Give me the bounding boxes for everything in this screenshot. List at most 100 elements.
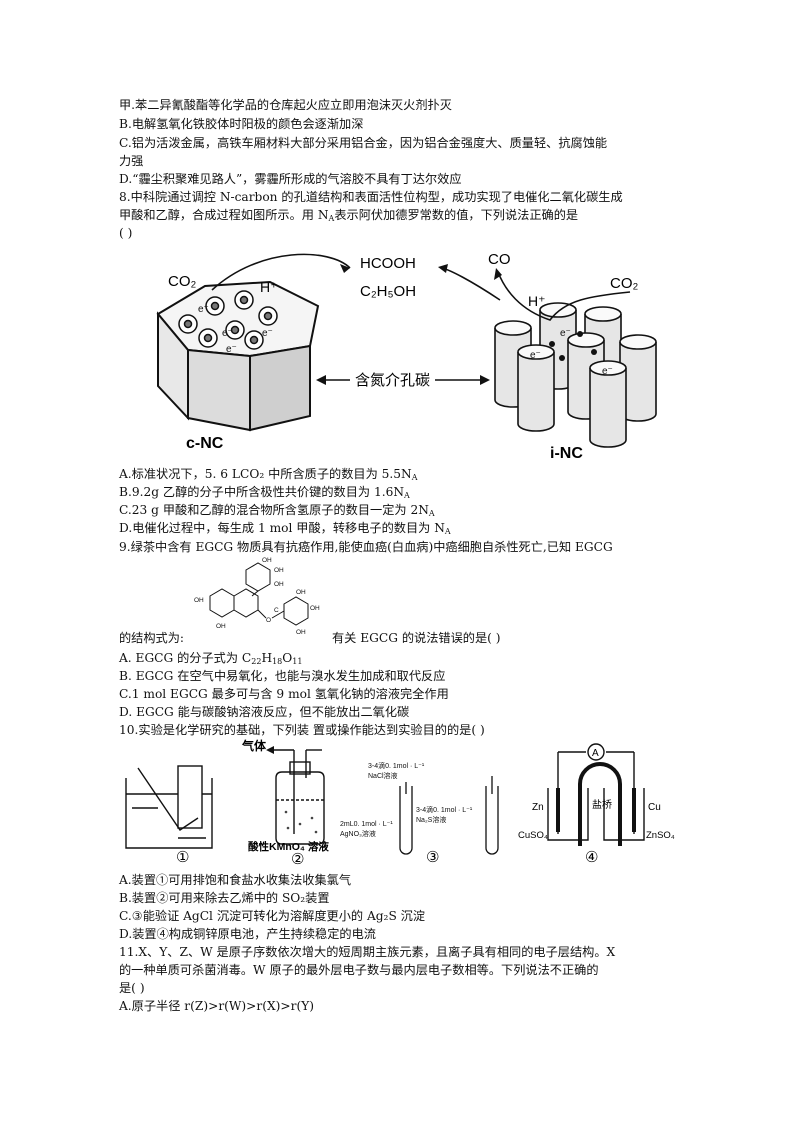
egcg-oh-right: OH xyxy=(274,567,284,574)
i-nc-cylinders xyxy=(494,302,657,448)
egcg-oh-bottom: OH xyxy=(216,623,226,630)
apparatus-3-number: ③ xyxy=(426,849,439,866)
hcooh-label: HCOOH xyxy=(360,255,416,272)
electron-label: e⁻ xyxy=(530,350,541,361)
right-arrow-curve xyxy=(497,271,631,321)
cu-label: Cu xyxy=(648,802,661,813)
na2s-label-1: 3-4滴0. 1mol · L⁻¹ xyxy=(416,805,473,814)
q9-option-c: C.1 mol EGCG 最多可与含 9 mol 氢氧化钠的溶液完全作用 xyxy=(119,687,449,701)
q8-a-text: A.标准状况下，5. 6 LCO₂ 中所含质子的数目为 5.5N xyxy=(119,467,412,481)
q10-option-d: D.装置④构成铜锌原电池，产生持续稳定的电流 xyxy=(119,927,376,941)
salt-bridge-label: 盐桥 xyxy=(592,798,612,811)
co2-left-label: CO₂ xyxy=(168,273,197,290)
q9-option-b: B. EGCG 在空气中易氧化，也能与溴水发生加成和取代反应 xyxy=(119,669,446,683)
q8-stem-2-pre: 甲酸和乙醇，合成过程如图所示。用 N xyxy=(119,208,329,222)
h-plus-right-label: H⁺ xyxy=(528,293,546,309)
apparatus-2 xyxy=(268,749,325,845)
q8-b-sub: A xyxy=(404,491,410,500)
apparatus-1 xyxy=(125,765,213,849)
right-arrow-head xyxy=(494,268,502,280)
q8-stem-2-sub: A xyxy=(328,214,335,223)
q8-b-text: B.9.2g 乙醇的分子中所含极性共价键的数目为 1.6N xyxy=(119,485,404,499)
q10-option-c: C.③能验证 AgCl 沉淀可转化为溶解度更小的 Ag₂S 沉淀 xyxy=(119,909,426,923)
q8-stem-2-post: 表示阿伏加德罗常数的值，下列说法正确的是 xyxy=(334,208,579,222)
c-nc-block xyxy=(156,280,320,432)
co2-right-label: CO₂ xyxy=(610,275,639,292)
q9-option-d: D. EGCG 能与碳酸钠溶液反应，但不能放出二氧化碳 xyxy=(119,705,410,719)
q9-stem: 9.绿茶中含有 EGCG 物质具有抗癌作用,能使血癌(白血病)中癌细胞自杀性死亡… xyxy=(119,540,613,554)
egcg-oh-ring3: OH xyxy=(296,629,306,636)
apparatus-2-number: ② xyxy=(291,851,304,868)
c-nc-label: c-NC xyxy=(186,435,224,452)
q7-option-a: 甲.苯二异氰酸酯等化学品的仓库起火应立即用泡沫灭火剂扑灭 xyxy=(119,98,452,112)
q9-a-f1: 22 xyxy=(251,657,262,666)
q11-stem-2: 的一种单质可杀菌消毒。W 原子的最外层电子数与最内层电子数相等。下列说法不正确的 xyxy=(119,963,599,977)
q7-option-c: C.铝为活泼金属，高铁车厢材料大部分采用铝合金，因为铝合金强度大、质量轻、抗腐蚀… xyxy=(119,136,608,150)
q8-c-sub: A xyxy=(428,509,435,518)
q8-option-d: D.电催化过程中，每生成 1 mol 甲酸，转移电子的数目为 NA xyxy=(119,520,451,540)
znso4-label: ZnSO₄ xyxy=(646,830,675,841)
q8-option-c: C.23 g 甲酸和乙醇的混合物所含氢原子的数目一定为 2NA xyxy=(119,502,435,522)
q8-option-b: B.9.2g 乙醇的分子中所含极性共价键的数目为 1.6NA xyxy=(119,484,410,504)
electron-label: e⁻ xyxy=(602,366,613,377)
apparatus-3-labels: 3-4滴0. 1mol · L⁻¹ NaCl溶液 3-4滴0. 1mol · L… xyxy=(340,761,473,838)
q11-option-a: A.原子半径 r(Z)>r(W)>r(X)>r(Y) xyxy=(119,999,314,1013)
agno3-label-2: AgNO₃溶液 xyxy=(340,829,376,838)
q8-d-sub: A xyxy=(444,527,451,536)
q8-option-a: A.标准状况下，5. 6 LCO₂ 中所含质子的数目为 5.5NA xyxy=(119,466,418,486)
q7-option-d: D.“霾尘积聚难见路人”，雾霾所形成的气溶胶不具有丁达尔效应 xyxy=(119,172,462,186)
egcg-oh-left: OH xyxy=(194,597,204,604)
c2h5oh-label: C₂H₅OH xyxy=(360,283,416,300)
q9-a-h: H xyxy=(261,651,273,665)
q9-a-f3: 11 xyxy=(292,657,303,666)
double-arrow-right-head xyxy=(480,375,490,385)
ammeter-label: A xyxy=(592,748,599,759)
c-nc-electrons: e⁻ e⁻ e⁻ e⁻ xyxy=(198,304,273,355)
q7-option-b: B.电解氢氧化铁胶体时阳极的颜色会逐渐加深 xyxy=(119,117,364,131)
i-nc-label: i-NC xyxy=(550,445,583,462)
apparatus-1-number: ① xyxy=(176,849,189,866)
kmno4-label: 酸性KMnO₄ 溶液 xyxy=(248,840,329,853)
apparatus-4 xyxy=(547,743,645,846)
q9-a-f2: 18 xyxy=(272,657,283,666)
electron-label: e⁻ xyxy=(222,328,233,339)
q8-d-text: D.电催化过程中，每生成 1 mol 甲酸，转移电子的数目为 N xyxy=(119,521,445,535)
q10-option-b: B.装置②可用来除去乙烯中的 SO₂装置 xyxy=(119,891,330,905)
q8-stem-3: ( ) xyxy=(119,226,133,240)
pore-circles xyxy=(178,290,278,350)
q10-option-a: A.装置①可用排饱和食盐水收集法收集氯气 xyxy=(119,873,352,887)
nacl-label-2: NaCl溶液 xyxy=(368,771,398,780)
electron-label: e⁻ xyxy=(560,328,571,339)
gas-label: 气体 xyxy=(241,738,267,753)
q8-a-sub: A xyxy=(411,473,418,482)
q9-a-pre: A. EGCG 的分子式为 C xyxy=(119,651,252,665)
egcg-oh-right2: OH xyxy=(274,581,284,588)
apparatus-4-number: ④ xyxy=(585,849,598,866)
q8-stem-2: 甲酸和乙醇，合成过程如图所示。用 NA表示阿伏加德罗常数的值，下列说法正确的是 xyxy=(119,207,578,227)
right-product-arrow-head xyxy=(438,264,448,273)
right-product-arrow xyxy=(441,267,501,301)
mesoporous-carbon-label: 含氮介孔碳 xyxy=(355,372,430,389)
agno3-label-1: 2mL0. 1mol · L⁻¹ xyxy=(340,821,393,828)
q10-stem: 10.实验是化学研究的基础，下列装 置或操作能达到实验目的的是( ) xyxy=(119,723,485,737)
q7-option-c-cont: 力强 xyxy=(119,154,144,168)
i-nc-electrons: e⁻ e⁻ e⁻ xyxy=(530,328,613,377)
q9-stem-left: 的结构式为: xyxy=(119,631,185,645)
egcg-structure: OH OH OH OH OH O C OH OH OH xyxy=(194,557,320,636)
h-plus-left-label: H⁺ xyxy=(260,279,278,295)
electron-label: e⁻ xyxy=(262,328,273,339)
egcg-c: C xyxy=(274,607,279,614)
q11-stem-3: 是( ) xyxy=(119,981,145,995)
electron-label: e⁻ xyxy=(198,304,209,315)
q9-a-o: O xyxy=(282,651,293,665)
q8-figure: e⁻ e⁻ e⁻ e⁻ CO₂ H⁺ HCOOH C₂H₅OH 含氮介孔碳 e⁻… xyxy=(156,251,657,462)
egcg-oh-top: OH xyxy=(262,557,272,564)
zn-label: Zn xyxy=(532,802,544,813)
q11-stem: 11.X、Y、Z、W 是原子序数依次增大的短周期主族元素，且离子具有相同的电子层… xyxy=(119,945,616,959)
q10-apparatus: ① 气体 酸性KMnO₄ 溶液 ② 3-4滴0. 1mol · L⁻¹ NaCl… xyxy=(125,738,675,868)
left-arrow-head xyxy=(340,264,350,273)
double-arrow-left-head xyxy=(316,375,326,385)
nacl-label-1: 3-4滴0. 1mol · L⁻¹ xyxy=(368,761,425,770)
cuso4-label: CuSO₄ xyxy=(518,830,548,841)
egcg-oh-ring: OH xyxy=(296,589,306,596)
